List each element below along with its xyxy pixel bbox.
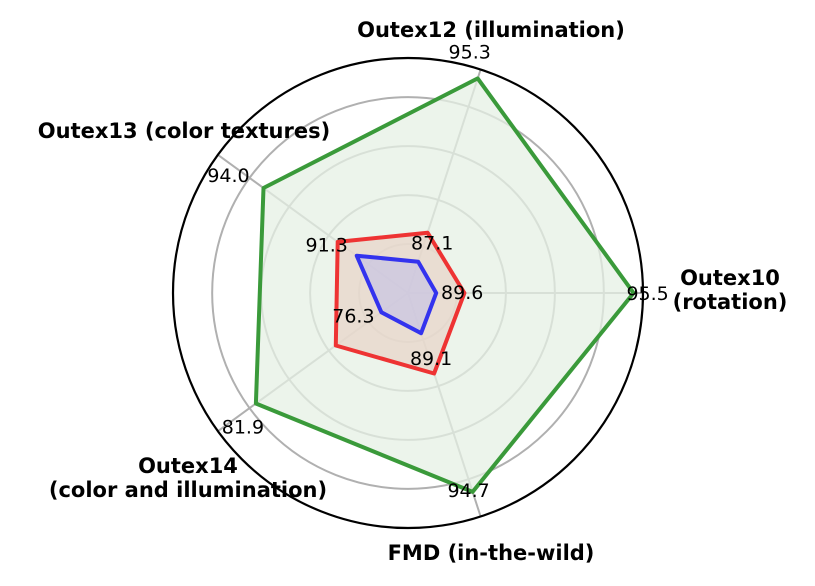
axis-label: (color and illumination) [49, 478, 327, 502]
axis-label: Outex13 (color textures) [38, 119, 330, 143]
series-2-value-label: 87.1 [411, 233, 453, 255]
series-2-value-label: 89.6 [441, 282, 483, 304]
series-0-value-label: 95.5 [626, 283, 668, 305]
axis-label: Outex10 [680, 266, 780, 290]
series-0-value-label: 81.9 [222, 417, 264, 439]
series-2-value-label: 76.3 [332, 305, 374, 327]
axis-label: FMD (in-the-wild) [388, 541, 595, 565]
axis-label: (rotation) [673, 290, 788, 314]
series-0-value-label: 95.3 [449, 41, 491, 63]
axis-label: Outex14 [138, 454, 238, 478]
series-0-value-label: 94.7 [447, 480, 489, 502]
series-2-polygon [354, 253, 439, 336]
axis-label: Outex12 (illumination) [357, 18, 625, 42]
outer-frame [171, 56, 645, 530]
series-0-value-label: 94.0 [207, 165, 249, 187]
series-2-value-label: 89.1 [410, 348, 452, 370]
series-2-value-label: 91.3 [306, 235, 348, 257]
